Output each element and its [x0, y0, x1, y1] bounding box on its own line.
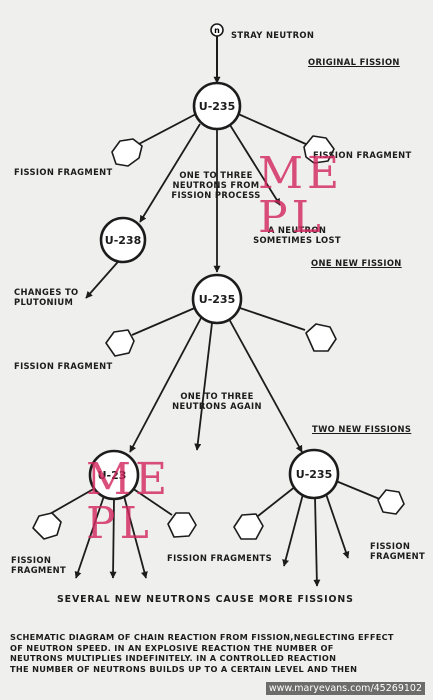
edge-to-fragment-right — [235, 112, 309, 146]
two-new-fissions-label: TWO NEW FISSIONS — [312, 424, 412, 434]
u238-label: U-238 — [105, 234, 141, 247]
fission-fragment-bl-label: FISSION FRAGMENT — [11, 555, 66, 575]
one-new-fission-label: ONE NEW FISSION — [311, 258, 402, 268]
u235-mid-label: U-235 — [199, 293, 235, 306]
neutron-lost-line-1: A NEUTRON — [267, 225, 327, 235]
caption-line-3: NEUTRONS MULTIPLIES INDEFINITELY. IN A C… — [10, 653, 337, 664]
original-fission-label: ORIGINAL FISSION — [308, 57, 400, 67]
u235-bottom-right-label: U-235 — [296, 468, 332, 481]
watermark-top-line-2: PL — [258, 192, 325, 243]
watermark-bottom: ME PL — [86, 458, 171, 546]
neutron-arrow-to-u238 — [139, 123, 201, 223]
caption: SCHEMATIC DIAGRAM OF CHAIN REACTION FROM… — [10, 632, 428, 674]
plutonium-line-2: PLUTONIUM — [14, 297, 74, 307]
neutron-arrow-br-3 — [325, 493, 350, 559]
u235-bottom-right-node — [288, 448, 340, 500]
again-line-2: NEUTRONS AGAIN — [172, 401, 262, 411]
one-to-three-again-label: ONE TO THREE NEUTRONS AGAIN — [167, 391, 267, 411]
watermark-bottom-line-2: PL — [86, 498, 153, 549]
neutron-arrow-center — [194, 322, 213, 451]
fission-fragment-right-icon — [303, 135, 335, 164]
u235-bottom-left-label: U-23 — [98, 469, 127, 482]
one-to-three-line-1: ONE TO THREE — [179, 170, 253, 180]
fission-fragment-right-label: FISSION FRAGMENT — [313, 150, 412, 160]
fission-fragment-left-icon — [111, 138, 143, 167]
one-to-three-line-2: NEUTRONS FROM — [172, 180, 260, 190]
edge-br-fragment-left — [257, 485, 297, 517]
u235-mid-node — [191, 273, 243, 325]
neutron-lost-label: A NEUTRON SOMETIMES LOST — [248, 225, 346, 245]
plutonium-line-1: CHANGES TO — [14, 287, 79, 297]
fission-fragment-mid-right-icon — [305, 323, 337, 352]
neutron-symbol: n — [214, 26, 220, 35]
neutron-arrow-lost — [229, 124, 281, 206]
neutron-arrow-bl-3 — [123, 495, 148, 579]
changes-to-plutonium-label: CHANGES TO PLUTONIUM — [14, 287, 79, 307]
one-to-three-line-3: FISSION PROCESS — [171, 190, 261, 200]
edge-br-fragment-right — [335, 480, 383, 501]
fragment-br-line-1: FISSION — [370, 541, 411, 551]
neutron-arrow-to-u235-br — [228, 318, 303, 453]
fission-fragment-br-label: FISSION FRAGMENT — [370, 541, 425, 561]
credit-banner: www.maryevans.com/45269102 — [265, 682, 425, 695]
neutron-arrow-br-1 — [282, 493, 304, 567]
u235-bottom-left-node — [88, 449, 140, 501]
edge-to-fragment-left — [136, 113, 197, 146]
u238-node — [99, 216, 147, 264]
stray-neutron-label: STRAY NEUTRON — [231, 30, 315, 40]
fragment-br-line-2: FRAGMENT — [370, 551, 426, 561]
fission-fragment-br-left-icon — [233, 513, 264, 540]
edge-bl-fragment-left — [47, 486, 98, 516]
one-to-three-label: ONE TO THREE NEUTRONS FROM FISSION PROCE… — [166, 170, 266, 200]
edge-bl-fragment-right — [131, 487, 173, 516]
neutron-arrow-br-2 — [313, 496, 321, 587]
u235-top-node — [192, 81, 242, 131]
fragment-bl-line-1: FISSION — [11, 555, 52, 565]
neutron-arrow-bl-1 — [74, 495, 105, 579]
u235-top-label: U-235 — [199, 100, 235, 113]
fragment-bl-line-2: FRAGMENT — [11, 565, 67, 575]
several-new-neutrons-label: SEVERAL NEW NEUTRONS CAUSE MORE FISSIONS — [57, 594, 354, 605]
caption-line-4: THE NUMBER OF NEUTRONS BUILDS UP TO A CE… — [10, 663, 358, 674]
watermark-bottom-line-1: ME — [86, 454, 172, 505]
again-line-1: ONE TO THREE — [180, 391, 254, 401]
fission-fragment-left-label: FISSION FRAGMENT — [14, 167, 113, 177]
caption-line-2: OF NEUTRON SPEED. IN AN EXPLOSIVE REACTI… — [10, 642, 334, 653]
edge-to-fragment-mid-left — [131, 306, 198, 336]
watermark-top: ME PL — [258, 152, 343, 240]
edge-to-fragment-mid-right — [236, 306, 306, 331]
caption-line-1: SCHEMATIC DIAGRAM OF CHAIN REACTION FROM… — [10, 632, 394, 642]
fission-fragments-center-label: FISSION FRAGMENTS — [167, 553, 272, 563]
neutron-lost-line-2: SOMETIMES LOST — [253, 235, 341, 245]
neutron-arrow-bl-2 — [109, 498, 117, 579]
fission-fragment-mid-left-icon — [105, 329, 135, 357]
neutron-arrow-to-u235-bl — [129, 317, 202, 453]
fission-fragment-mid-label: FISSION FRAGMENT — [14, 361, 113, 371]
fission-fragment-bl-left-icon — [32, 512, 62, 540]
fission-fragment-br-right-icon — [377, 489, 405, 515]
fission-fragment-bl-right-icon — [167, 512, 197, 538]
watermark-top-line-1: ME — [258, 148, 344, 199]
